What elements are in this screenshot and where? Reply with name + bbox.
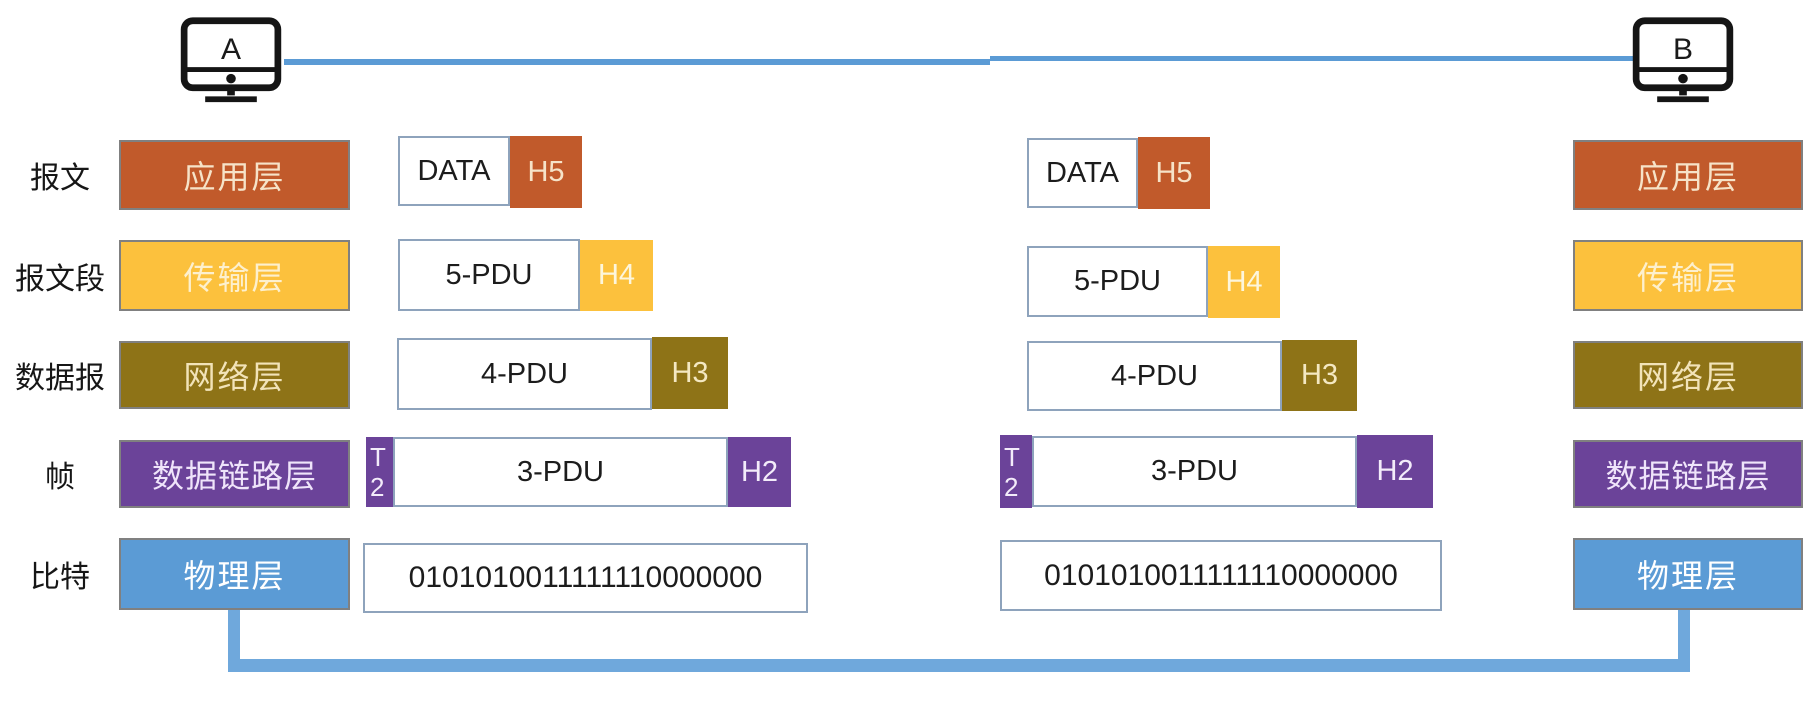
header-a-h2: H2 (728, 437, 791, 507)
layer-a-application: 应用层 (119, 140, 350, 210)
computer-b: B (1630, 16, 1736, 104)
header-a-h3: H3 (652, 337, 728, 409)
layer-a-network: 网络层 (119, 341, 350, 409)
bottom-link-vertical-right (1678, 610, 1690, 671)
row-label-message: 报文 (30, 162, 90, 195)
header-a-h4: H4 (580, 240, 653, 311)
top-link-line-right (990, 56, 1634, 61)
header-b-h5: H5 (1138, 137, 1210, 209)
pdu-b-4pdu: 4-PDU (1027, 341, 1282, 411)
row-label-frame: 帧 (45, 461, 75, 494)
bottom-link-horizontal (228, 659, 1690, 672)
bitstream-a: 0101010011111110000000 (363, 543, 808, 613)
host-a-label: A (220, 33, 241, 66)
pdu-b-3pdu: 3-PDU (1032, 436, 1357, 507)
layer-b-application: 应用层 (1573, 140, 1803, 210)
monitor-icon (1632, 17, 1734, 103)
header-b-h3: H3 (1282, 340, 1357, 411)
bottom-link-vertical-left (228, 610, 240, 672)
pdu-a-4pdu: 4-PDU (397, 338, 652, 410)
pdu-a-data: DATA (398, 136, 510, 206)
header-a-h5: H5 (510, 136, 582, 208)
top-link-line-left (284, 59, 990, 65)
layer-b-network: 网络层 (1573, 341, 1803, 409)
row-label-bit: 比特 (30, 561, 90, 594)
trailer-t-char: T (370, 442, 386, 472)
pdu-b-data: DATA (1027, 138, 1138, 208)
computer-a: A (178, 16, 284, 104)
header-b-h2: H2 (1357, 435, 1433, 508)
header-b-h4: H4 (1208, 246, 1280, 318)
pdu-a-3pdu: 3-PDU (393, 437, 728, 507)
layer-a-physical: 物理层 (119, 538, 350, 610)
row-label-datagram: 数据报 (15, 362, 105, 395)
pdu-b-5pdu: 5-PDU (1027, 246, 1208, 317)
trailer-2-char: 2 (370, 472, 385, 502)
trailer-b-t2: T 2 (1000, 435, 1032, 508)
row-label-segment: 报文段 (15, 262, 105, 296)
host-b-label: B (1672, 33, 1693, 66)
layer-b-datalink: 数据链路层 (1573, 440, 1803, 508)
layer-b-transport: 传输层 (1573, 240, 1803, 311)
trailer-a-t2: T 2 (366, 437, 393, 507)
trailer-2-char: 2 (1004, 471, 1019, 502)
layer-a-transport: 传输层 (119, 240, 350, 311)
layer-a-datalink: 数据链路层 (119, 440, 350, 508)
pdu-a-5pdu: 5-PDU (398, 239, 580, 311)
trailer-t-char: T (1004, 441, 1020, 472)
monitor-icon (180, 17, 282, 103)
bitstream-b: 0101010011111110000000 (1000, 540, 1442, 611)
layer-b-physical: 物理层 (1573, 538, 1803, 610)
